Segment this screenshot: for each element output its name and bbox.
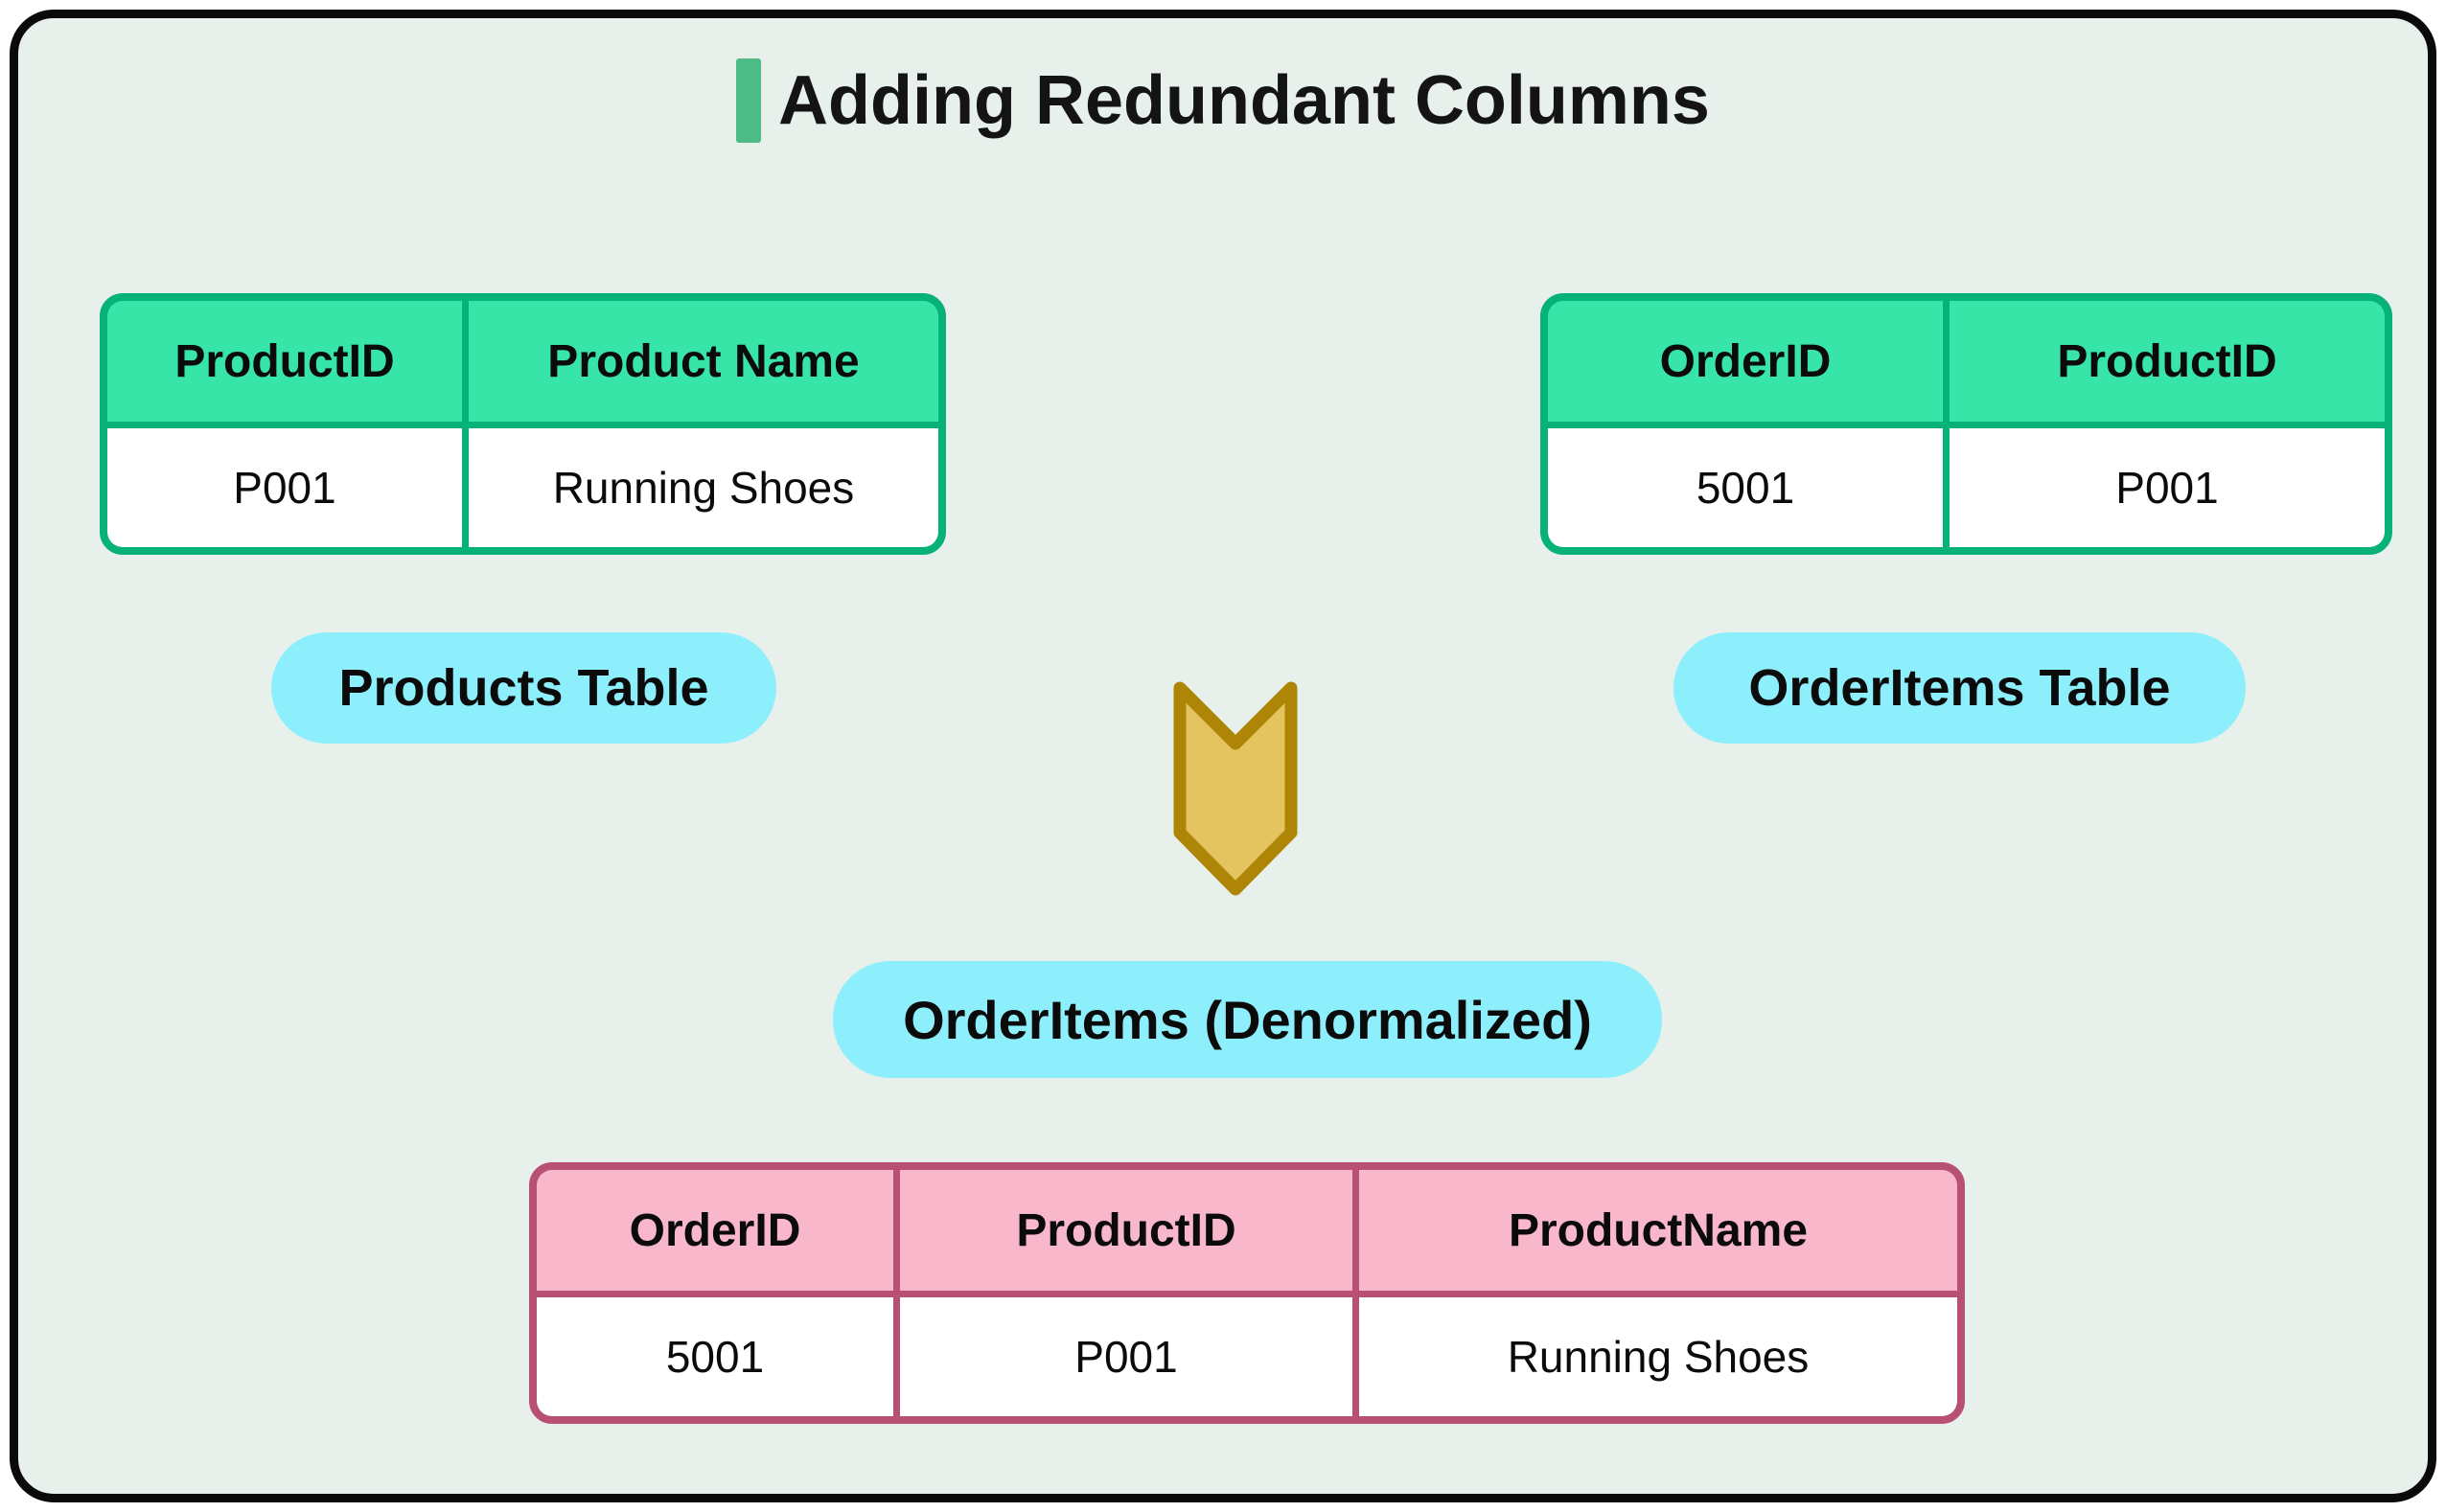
down-arrow-icon bbox=[1171, 679, 1300, 898]
page-title: Adding Redundant Columns bbox=[18, 58, 2428, 143]
denormalized-table-cell-orderid: 5001 bbox=[537, 1297, 893, 1416]
denormalized-table-label: OrderItems (Denormalized) bbox=[833, 961, 1662, 1078]
products-table-label: Products Table bbox=[271, 632, 776, 744]
title-accent-bar bbox=[736, 58, 762, 143]
products-table-header-productid: ProductID bbox=[107, 301, 462, 422]
page-title-text: Adding Redundant Columns bbox=[778, 62, 1710, 139]
orderitems-table-cell-productid: P001 bbox=[1950, 428, 2385, 547]
products-table-cell-productname: Running Shoes bbox=[469, 428, 938, 547]
products-table-cell-productid: P001 bbox=[107, 428, 462, 547]
diagram-board: Adding Redundant Columns ProductID Produ… bbox=[10, 10, 2436, 1502]
products-table: ProductID Product Name P001 Running Shoe… bbox=[100, 293, 946, 555]
orderitems-table-header-orderid: OrderID bbox=[1548, 301, 1943, 422]
denormalized-table: OrderID ProductID ProductName 5001 P001 … bbox=[529, 1162, 1965, 1424]
orderitems-table-label: OrderItems Table bbox=[1673, 632, 2246, 744]
orderitems-table-cell-orderid: 5001 bbox=[1548, 428, 1943, 547]
denormalized-table-cell-productid: P001 bbox=[900, 1297, 1352, 1416]
denormalized-table-header-orderid: OrderID bbox=[537, 1170, 893, 1291]
denormalized-table-cell-productname: Running Shoes bbox=[1359, 1297, 1957, 1416]
products-table-header-productname: Product Name bbox=[469, 301, 938, 422]
denormalized-table-header-productname: ProductName bbox=[1359, 1170, 1957, 1291]
orderitems-table: OrderID ProductID 5001 P001 bbox=[1540, 293, 2392, 555]
denormalized-table-header-productid: ProductID bbox=[900, 1170, 1352, 1291]
orderitems-table-header-productid: ProductID bbox=[1950, 301, 2385, 422]
